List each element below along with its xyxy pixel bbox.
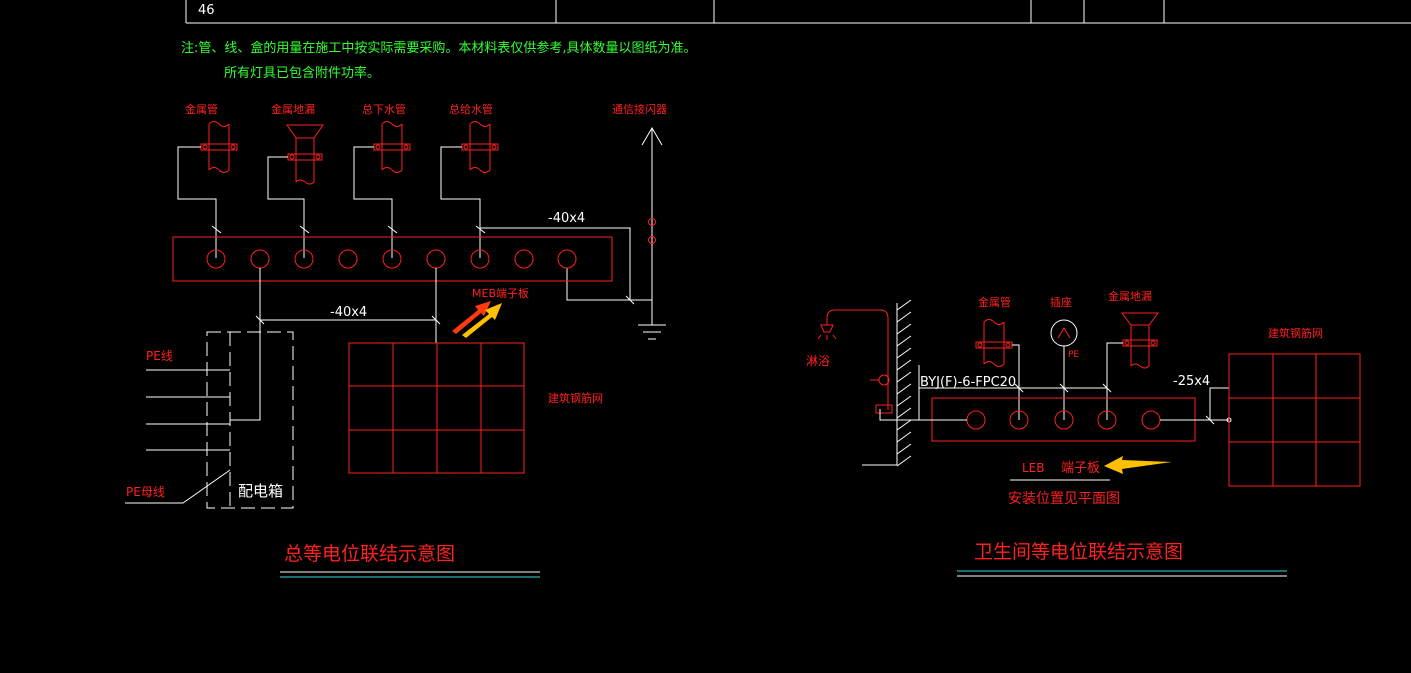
leb-metal-pipe-icon xyxy=(975,319,1013,367)
socket-pe-label: PE xyxy=(1068,350,1079,360)
leb-install-note: 安装位置见平面图 xyxy=(1008,491,1120,507)
leb-steel-mesh-grid xyxy=(1228,353,1361,487)
meb-label-drain-pipe: 总下水管 xyxy=(362,102,406,116)
water-pipe-icon xyxy=(461,121,499,173)
leb-label-socket: 插座 xyxy=(1050,295,1072,309)
note-line-1: 注:管、线、盒的用量在施工中按实际需要采购。本材料表仅供参考,具体数量以图纸为准… xyxy=(181,40,697,56)
meb-mesh-label: 建筑钢筋网 xyxy=(548,391,603,405)
leb-diagram: 淋浴 金属管 插座 金属地漏 建筑钢筋网 PE xyxy=(806,289,1361,577)
meb-label-metal-drain: 金属地漏 xyxy=(271,102,315,116)
arrester-icon xyxy=(641,127,663,300)
leb-label: LEB xyxy=(1022,461,1045,475)
leb-terminal-label: 端子板 xyxy=(1061,461,1100,476)
drain-pipe-icon xyxy=(373,121,411,173)
leb-label-metal-drain: 金属地漏 xyxy=(1108,289,1152,303)
shower-icon xyxy=(817,309,893,414)
distribution-box xyxy=(125,320,294,509)
leb-mesh-label: 建筑钢筋网 xyxy=(1268,326,1323,340)
socket-icon xyxy=(1050,319,1078,347)
meb-flat-steel-top: -40x4 xyxy=(548,211,585,226)
meb-label-water-pipe: 总给水管 xyxy=(449,102,493,116)
metal-pipe-icon xyxy=(200,121,238,173)
meb-terminal-board xyxy=(172,236,613,282)
dist-box-label: 配电箱 xyxy=(238,482,283,500)
pe-line-label: PE线 xyxy=(146,349,173,363)
metal-drain-icon xyxy=(286,124,324,185)
pe-busbar-label: PE母线 xyxy=(126,485,165,499)
note-line-2: 所有灯具已包含附件功率。 xyxy=(224,65,380,81)
leb-diagram-title: 卫生间等电位联结示意图 xyxy=(974,541,1183,563)
ground-icon xyxy=(566,268,666,340)
wall-hatch xyxy=(862,299,912,467)
meb-diagram: 金属管 金属地漏 总下水管 总给水管 通信接闪器 xyxy=(125,102,667,578)
meb-diagram-title: 总等电位联结示意图 xyxy=(284,543,455,565)
table-row-number: 46 xyxy=(198,3,215,18)
leb-wire-spec: BYJ(F)-6-FPC20 xyxy=(920,375,1016,390)
highlight-arrows-icon xyxy=(452,301,502,338)
material-table-fragment: 46 xyxy=(185,0,1411,24)
steel-mesh-grid xyxy=(348,342,525,474)
meb-label-metal-pipe: 金属管 xyxy=(185,102,218,116)
leb-label-metal-pipe: 金属管 xyxy=(978,295,1011,309)
meb-board-label: MEB端子板 xyxy=(472,286,529,300)
meb-flat-steel-mid: -40x4 xyxy=(330,305,367,320)
leb-flat-steel: -25x4 xyxy=(1173,374,1210,389)
leb-metal-drain-icon xyxy=(1121,312,1159,369)
leb-shower-label: 淋浴 xyxy=(806,354,830,368)
leb-arrow-icon xyxy=(1104,456,1172,474)
meb-label-arrester: 通信接闪器 xyxy=(612,102,667,116)
